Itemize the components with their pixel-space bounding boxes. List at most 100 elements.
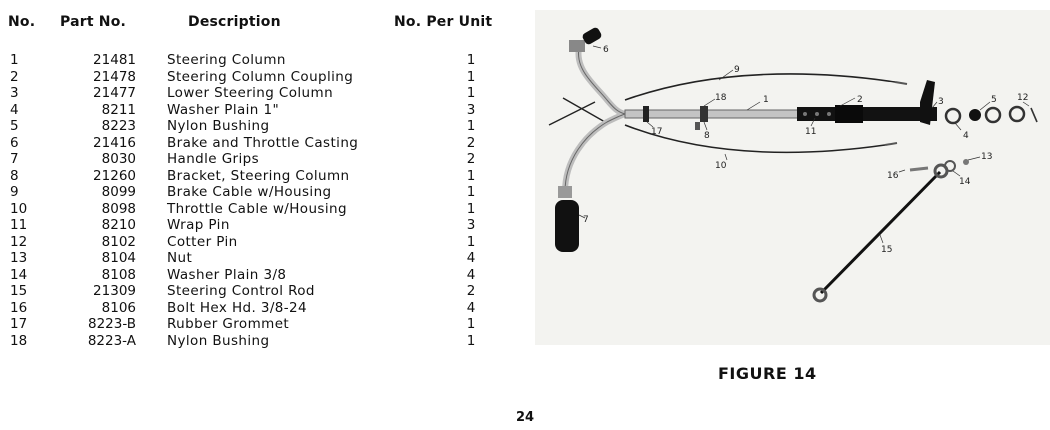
part-description: Brake and Throttle Casting [167, 134, 359, 151]
callout-9: 9 [734, 65, 740, 75]
callout-16: 16 [887, 171, 899, 181]
callout-11: 11 [805, 127, 816, 137]
wrap-pin-a [803, 112, 807, 116]
part-number: 21416 [93, 134, 136, 151]
quantity: 4 [466, 299, 476, 316]
part-description: Washer Plain 1" [167, 101, 280, 118]
steering-column [624, 109, 801, 119]
part-number: 21478 [93, 68, 136, 85]
item-number: 1 [10, 52, 19, 68]
handlebar-lower-arm [562, 111, 626, 193]
quantity: 2 [466, 283, 476, 299]
item-number: 18 [10, 332, 28, 349]
bracket-steering-column [695, 122, 700, 130]
quantity: 3 [466, 101, 476, 118]
part-number: 8223 [101, 118, 136, 134]
part-number: 8102 [101, 233, 136, 250]
brake-cable-end [894, 81, 908, 85]
item-number: 5 [10, 118, 19, 134]
rubber-grommet [643, 106, 649, 122]
part-description: Nut [167, 250, 193, 266]
quantity: 2 [466, 151, 476, 167]
quantity: 1 [466, 233, 476, 250]
item-number: 10 [10, 200, 28, 217]
part-number: 8030 [101, 151, 136, 167]
handlebar-lower-outline [564, 113, 626, 193]
callout-5: 5 [991, 95, 997, 105]
item-number: 8 [10, 167, 19, 184]
column-flange [920, 80, 935, 125]
part-description: Wrap Pin [167, 217, 230, 233]
steering-assembly-drawing: 1 2 3 4 5 6 7 8 9 10 11 12 13 14 15 16 1… [548, 27, 1038, 303]
item-number: 4 [10, 101, 19, 118]
control-rod-end-lower [812, 287, 828, 303]
part-number: 8104 [101, 250, 136, 266]
part-number: 8106 [101, 299, 136, 316]
steering-control-rod [819, 170, 942, 295]
parts-row: 16 8106 Bolt Hex Hd. 3/8-24 4 [0, 300, 490, 317]
header-part-no: Part No. [60, 14, 127, 30]
part-number: 8210 [101, 217, 136, 233]
part-description: Washer Plain 3/8 [167, 266, 287, 283]
callout-7: 7 [583, 215, 589, 225]
quantity: 1 [466, 200, 476, 217]
wrap-pin-b [815, 112, 819, 116]
header-description: Description [188, 14, 281, 30]
part-description: Brake Cable w/Housing [167, 184, 332, 200]
control-rod-end-upper [933, 163, 949, 179]
nylon-bushing-18 [700, 106, 708, 122]
item-number: 14 [10, 266, 28, 283]
handle-grip-top [582, 27, 602, 45]
leader-lines [578, 45, 1030, 244]
callout-12: 12 [1017, 93, 1028, 103]
cable-left-upper [548, 101, 596, 126]
quantity: 1 [466, 167, 476, 184]
figure-caption: FIGURE 14 [718, 364, 817, 383]
part-number: 8098 [101, 200, 136, 217]
item-number: 16 [10, 299, 28, 316]
cotter-pin [1030, 107, 1038, 123]
part-description: Cotter Pin [167, 233, 238, 250]
quantity: 3 [466, 217, 476, 233]
part-description: Handle Grips [167, 151, 260, 167]
quantity: 1 [466, 184, 476, 200]
callout-8: 8 [704, 131, 710, 141]
part-number: 8223-B [87, 316, 136, 332]
part-description: Bolt Hex Hd. 3/8-24 [167, 299, 308, 316]
item-number: 3 [10, 85, 19, 101]
part-number: 21477 [93, 85, 136, 101]
part-description: Steering Control Rod [167, 283, 315, 299]
header-no: No. [8, 14, 36, 30]
part-number: 21260 [93, 167, 136, 184]
steering-column-coupling [835, 105, 863, 123]
quantity: 4 [466, 250, 476, 266]
item-number: 6 [10, 134, 19, 151]
part-description: Steering Column Coupling [167, 68, 354, 85]
brake-cable [624, 73, 896, 101]
callout-2: 2 [857, 95, 863, 105]
part-description: Nylon Bushing [167, 118, 270, 134]
callout-17: 17 [651, 127, 662, 137]
quantity: 2 [466, 134, 476, 151]
nylon-bushing-5 [969, 109, 981, 121]
callout-6: 6 [603, 45, 609, 55]
part-number: 8223-A [87, 332, 136, 349]
part-description: Rubber Grommet [167, 316, 290, 332]
callout-3: 3 [938, 97, 944, 107]
item-number: 7 [10, 151, 19, 167]
header-per-unit: No. Per Unit [394, 14, 493, 30]
brake-throttle-casting-bottom [558, 186, 572, 198]
callout-15: 15 [881, 245, 892, 255]
item-number: 2 [10, 68, 19, 85]
part-number: 8099 [101, 184, 136, 200]
